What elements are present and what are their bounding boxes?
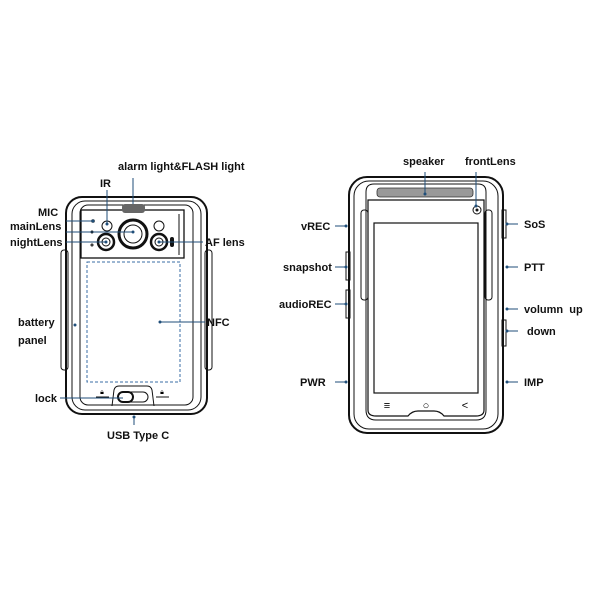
label-battery: battery bbox=[18, 317, 56, 329]
label-sos: SoS bbox=[524, 219, 545, 231]
label-pwr: PWR bbox=[300, 377, 326, 389]
home-icon[interactable]: ○ bbox=[423, 400, 430, 412]
label-audiorec: audioREC bbox=[279, 299, 332, 311]
label-lock: lock bbox=[35, 393, 58, 405]
usb-port-housing bbox=[111, 385, 155, 407]
lock-icon-left: 🔒︎ bbox=[100, 389, 104, 396]
label-main-lens: mainLens bbox=[10, 221, 61, 233]
label-nfc: NFC bbox=[207, 317, 230, 329]
front-view-device: ≡ ○ < bbox=[345, 176, 507, 434]
label-usb-type-c: USB Type C bbox=[107, 430, 169, 442]
label-panel: panel bbox=[18, 335, 47, 347]
label-af-lens: AF lens bbox=[205, 237, 245, 249]
label-speaker: speaker bbox=[403, 156, 445, 168]
label-imp: IMP bbox=[524, 377, 544, 389]
label-mic: MIC bbox=[38, 207, 58, 219]
display-screen bbox=[373, 222, 479, 394]
label-snapshot: snapshot bbox=[283, 262, 332, 274]
left-side-grip bbox=[60, 249, 69, 371]
flash-light bbox=[122, 204, 145, 213]
label-alarm-flash-light: alarm light&FLASH light bbox=[118, 161, 245, 173]
menu-icon[interactable]: ≡ bbox=[384, 400, 390, 412]
ir-light-right bbox=[153, 220, 165, 232]
volume-button bbox=[501, 319, 507, 347]
back-icon[interactable]: < bbox=[462, 400, 468, 412]
right-side-grip bbox=[204, 249, 213, 371]
label-volume-up: volumn up bbox=[524, 304, 583, 316]
back-view-device: 🔒︎ 🔒︎ bbox=[60, 196, 213, 415]
label-ir: IR bbox=[100, 178, 111, 190]
label-night-lens: nightLens bbox=[10, 237, 63, 249]
label-vrec: vREC bbox=[301, 221, 330, 233]
label-volume-down: down bbox=[527, 326, 556, 338]
unlock-icon-right: 🔒︎ bbox=[160, 389, 164, 396]
label-ptt: PTT bbox=[524, 262, 545, 274]
label-front-lens: frontLens bbox=[465, 156, 516, 168]
